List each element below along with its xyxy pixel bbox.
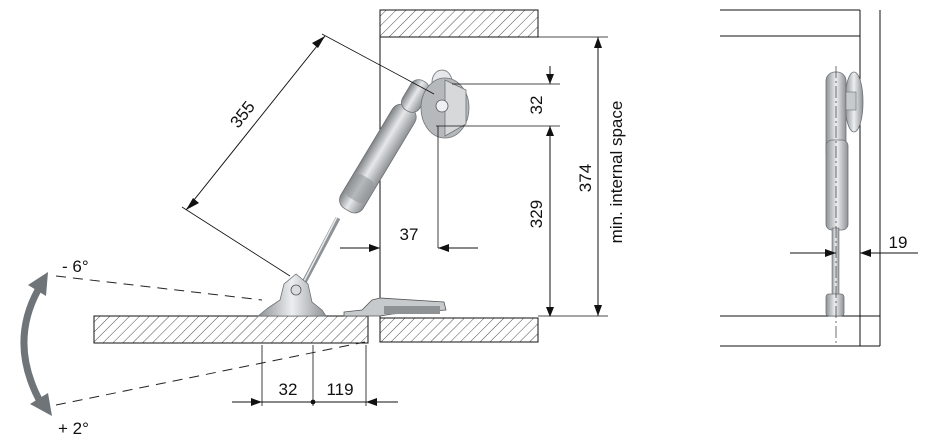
pivot-depth-dimension: [340, 244, 478, 252]
angle-line-lower: [55, 341, 366, 406]
hinge: [343, 297, 447, 317]
base-mounting-bracket: [256, 273, 327, 317]
side-view-strut: [825, 66, 864, 346]
side-offset-label: 19: [889, 233, 908, 252]
base-depth-label: 119: [326, 380, 353, 399]
cabinet-top-panel: [379, 9, 539, 38]
strut-length-label: 355: [226, 98, 258, 132]
pivot-offset-label: 32: [527, 96, 546, 115]
angle-lower-label: + 2°: [58, 419, 89, 438]
internal-height-dimension: [594, 37, 602, 316]
pivot-depth-label: 37: [400, 225, 419, 244]
strut-length-dimension: [181, 33, 435, 277]
gas-strut: [256, 69, 470, 317]
base-dimensions: [232, 345, 398, 406]
cylinder-body: [339, 79, 430, 214]
flap-door-panel: [93, 315, 369, 344]
pivot-height-label: 329: [527, 200, 546, 228]
internal-height-caption: min. internal space: [607, 101, 626, 244]
base-offset-label: 32: [279, 380, 298, 399]
cabinet-bottom-panel: [379, 317, 539, 343]
angle-line-upper: [55, 275, 263, 301]
internal-height-value: 374: [576, 164, 595, 192]
side-view: [720, 9, 918, 347]
angle-upper-label: - 6°: [62, 257, 89, 276]
top-mounting-bracket: [420, 77, 470, 139]
opening-angle-arrow: [20, 272, 52, 416]
